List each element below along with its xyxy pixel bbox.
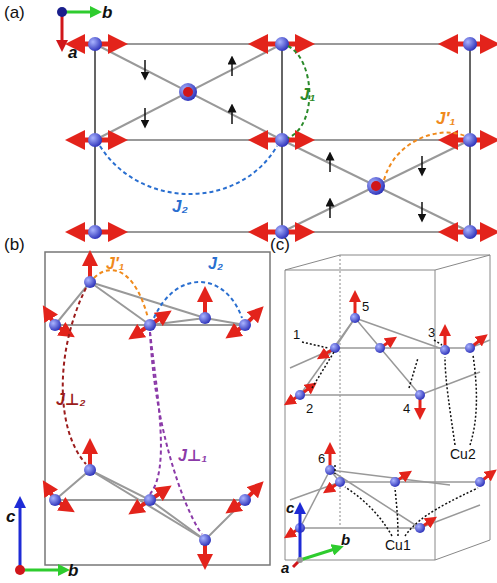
exchange-label: J₂ — [208, 256, 223, 272]
callout-number: 2 — [306, 402, 313, 415]
panel-label: (c) — [270, 236, 290, 253]
exchange-label: J₁ — [300, 86, 315, 103]
exchange-label: J′₁ — [106, 256, 124, 272]
axis-label: b — [341, 532, 350, 547]
panel-label: (a) — [4, 4, 25, 21]
callout-number: 5 — [362, 300, 369, 313]
axis-label: c — [286, 500, 294, 515]
callout-number: 4 — [403, 402, 410, 415]
axis-label: a — [281, 560, 289, 575]
exchange-label: J′₁ — [436, 110, 456, 127]
exchange-label: J⊥₁ — [178, 448, 207, 464]
callout-number: 3 — [428, 326, 435, 339]
axis-label: b — [102, 4, 112, 21]
panel-label: (b) — [4, 236, 25, 253]
callout-number: 1 — [293, 328, 300, 341]
site-label: Cu2 — [450, 447, 476, 461]
exchange-label: J₂ — [172, 198, 188, 215]
site-label: Cu1 — [385, 538, 411, 552]
axis-label: c — [6, 508, 15, 525]
axis-label: b — [68, 562, 78, 579]
callout-number: 6 — [318, 452, 325, 465]
axis-label: a — [68, 44, 77, 61]
exchange-label: J⊥₂ — [56, 392, 86, 408]
